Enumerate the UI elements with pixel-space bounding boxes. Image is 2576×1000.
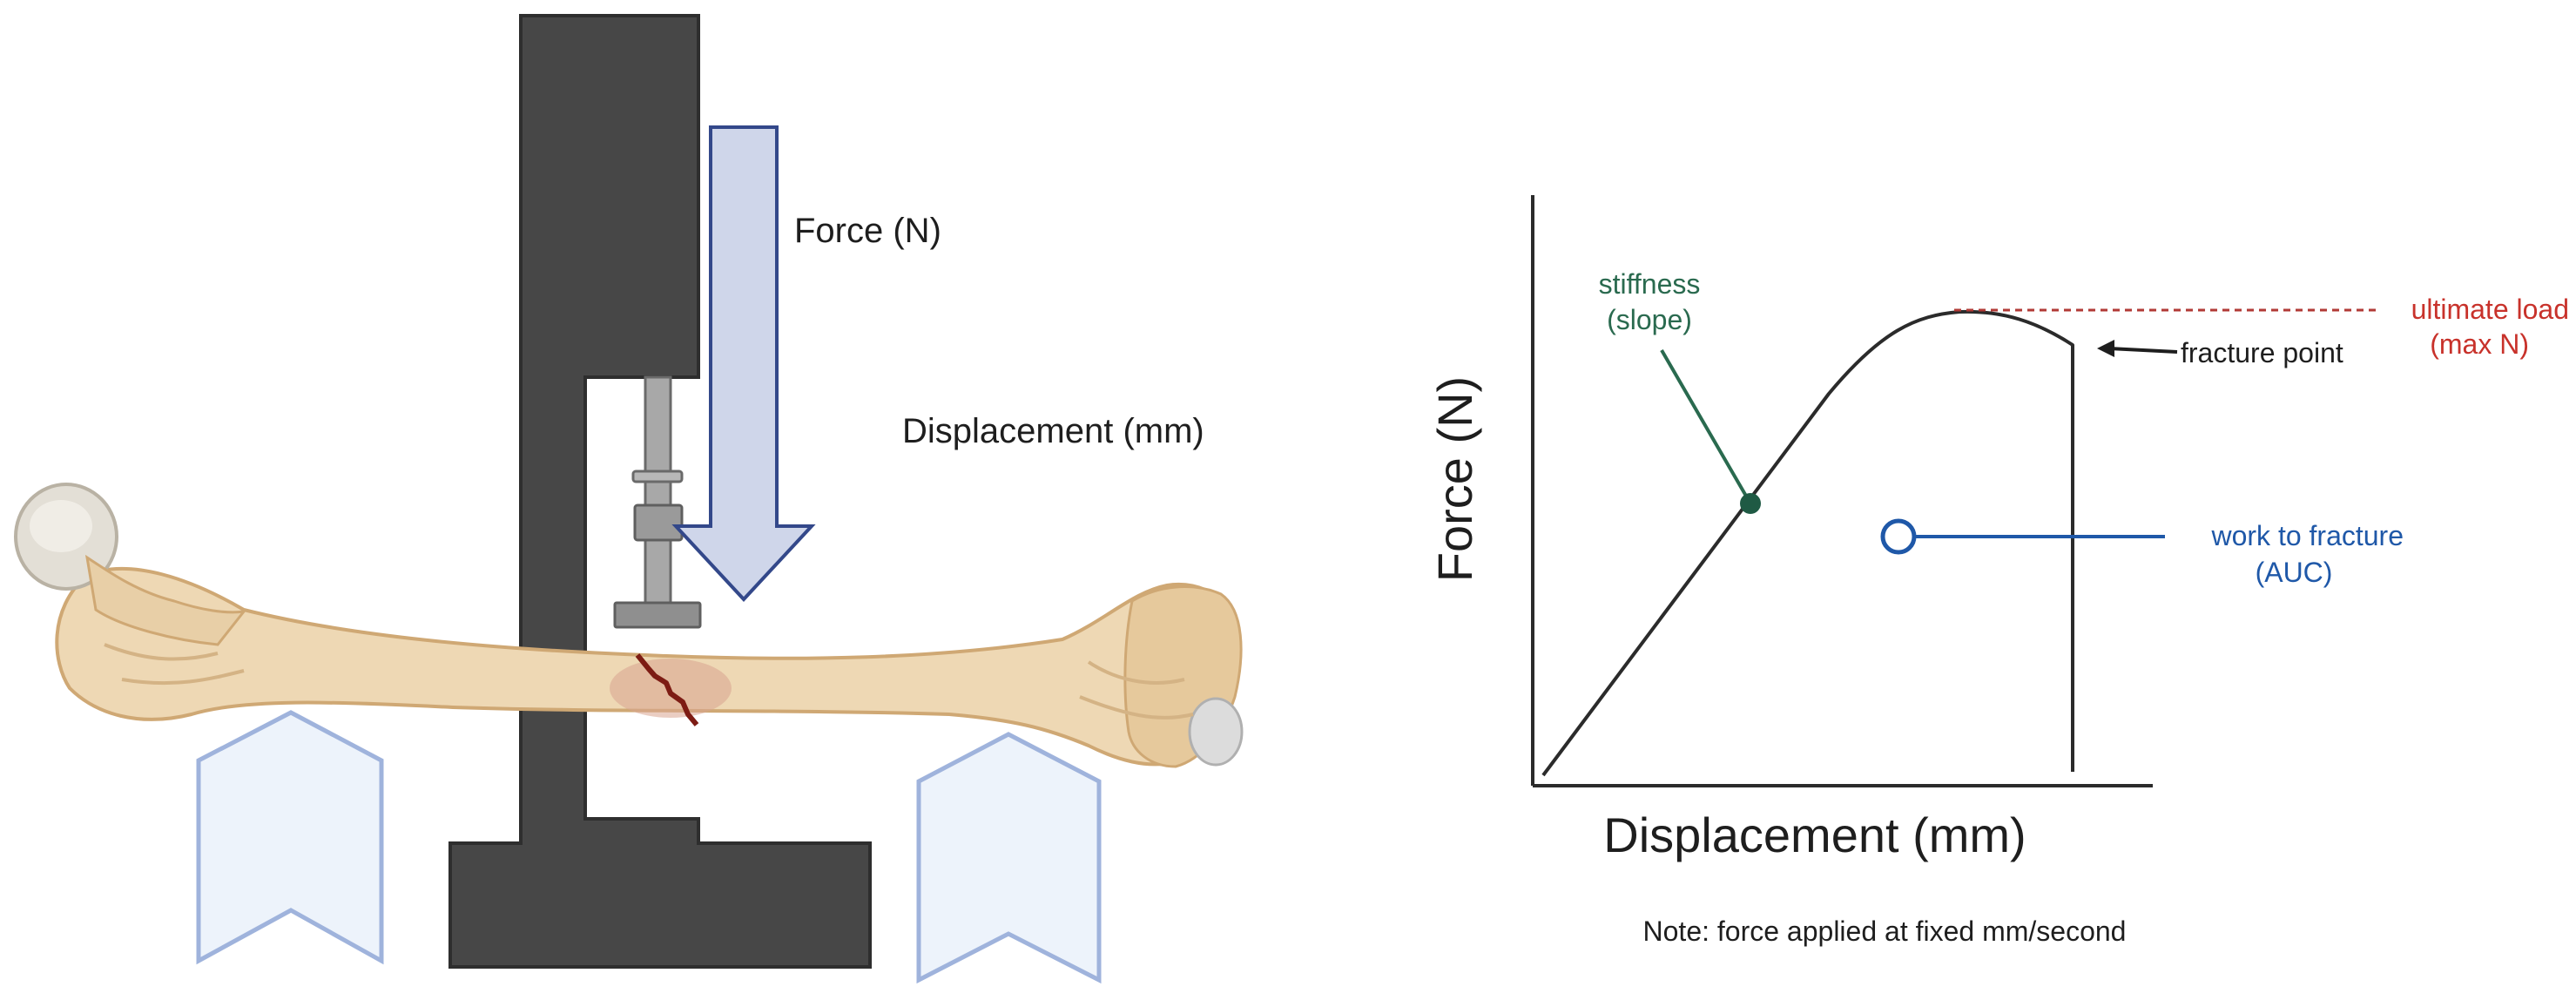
force-label: Force (N) — [794, 212, 941, 250]
stiffness-leader — [1660, 348, 1752, 505]
cartilage-cap — [1188, 697, 1244, 767]
note-text: Note: force applied at fixed mm/second — [1643, 916, 2127, 947]
stiffness-label: stiffness — [1599, 268, 1701, 300]
work-to-fracture-label: work to fracture — [2210, 520, 2404, 551]
femur-bone — [14, 483, 1244, 768]
max-n-label: (max N) — [2430, 328, 2529, 360]
machine-frame — [448, 14, 872, 969]
work-to-fracture-marker — [1880, 518, 1917, 555]
y-axis-title: Force (N) — [1427, 376, 1482, 582]
bending-test-apparatus: Force (N) Displacement (mm) — [14, 14, 1244, 984]
femoral-head-highlight — [30, 500, 92, 552]
bone-texture — [104, 643, 1194, 720]
ultimate-load-label: ultimate load — [2411, 294, 2569, 325]
fracture-crack — [635, 653, 699, 726]
fracture-arrow-shaft — [2108, 347, 2178, 354]
plunger-clamp — [633, 503, 684, 542]
plunger-rod — [644, 375, 672, 605]
displacement-label: Displacement (mm) — [902, 412, 1204, 450]
left-support — [196, 710, 384, 965]
slope-label: (slope) — [1607, 304, 1692, 335]
femoral-neck — [84, 554, 247, 646]
plunger-head — [613, 601, 702, 629]
plunger-collar — [631, 470, 684, 483]
fracture-point-label: fracture point — [2181, 337, 2343, 368]
auc-label: (AUC) — [2256, 557, 2333, 588]
force-arrow — [671, 125, 816, 602]
x-axis-title: Displacement (mm) — [1603, 807, 2026, 862]
right-support — [916, 732, 1102, 984]
fracture-arrow-head — [2097, 340, 2114, 357]
plunger — [613, 375, 702, 629]
force-displacement-graph: stiffness (slope) ultimate load (max N) … — [1427, 195, 2569, 947]
stiffness-point — [1740, 493, 1761, 514]
force-displacement-curve — [1541, 309, 2074, 777]
